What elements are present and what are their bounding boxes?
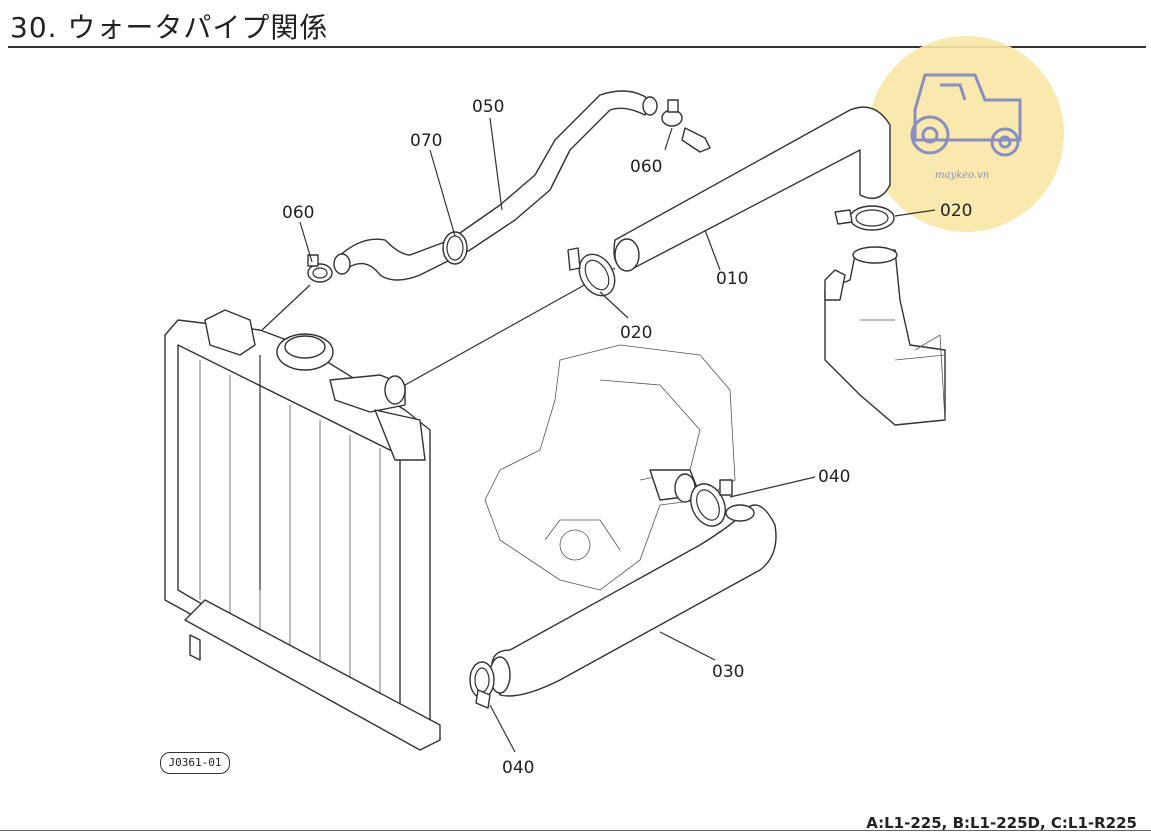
radiator (164, 309, 441, 751)
watermark: maykeo.vn (868, 36, 1064, 232)
callout-040-bottom: 040 (502, 758, 534, 778)
callout-010: 010 (716, 269, 748, 289)
watermark-text: maykeo.vn (935, 170, 989, 181)
leader-lines (299, 117, 936, 753)
hose-010 (404, 106, 891, 386)
hose-050 (333, 90, 658, 281)
clamp-040-right (690, 479, 733, 527)
callout-060-left: 060 (282, 203, 314, 223)
clamp-060-top (661, 99, 711, 153)
callout-040-right: 040 (818, 467, 850, 487)
clamp-060-left (261, 254, 333, 331)
clamp-020-mid (567, 247, 616, 297)
footer-divider (0, 830, 1151, 831)
hose-030 (489, 504, 777, 697)
callout-060-top: 060 (630, 157, 662, 177)
clamp-040-bottom (469, 661, 495, 709)
model-note: A:L1-225, B:L1-225D, C:L1-R225 (866, 814, 1137, 832)
callout-050: 050 (472, 97, 504, 117)
callout-020-mid: 020 (620, 323, 652, 343)
callout-030: 030 (712, 662, 744, 682)
callout-070: 070 (410, 131, 442, 151)
title-bar: 30. ウォータパイプ関係 (8, 4, 1146, 48)
tractor-icon (910, 73, 1022, 157)
thermostat-housing (824, 246, 946, 426)
page-title: 30. ウォータパイプ関係 (10, 11, 329, 44)
clamp-020-right (834, 205, 895, 231)
callout-020-right: 020 (940, 201, 972, 221)
reference-code: J0361-01 (160, 752, 230, 774)
